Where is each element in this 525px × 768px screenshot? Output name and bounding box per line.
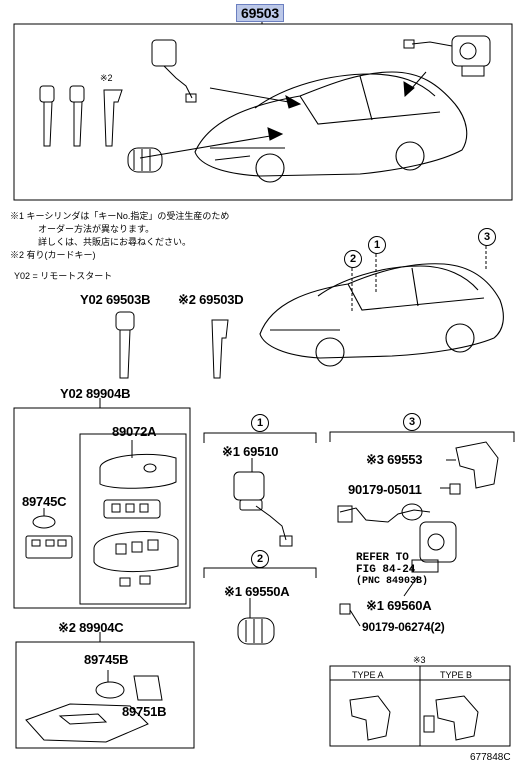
note-1-line-2: オーダー方法が異なります。 <box>38 224 155 234</box>
callout-2-group: 2 <box>251 550 269 568</box>
ignition-cylinder-69510 <box>233 471 293 547</box>
bolt-90179-06274 <box>339 603 351 615</box>
group2-bracket <box>203 567 317 578</box>
note-y02: Y02 = リモートスタート <box>14 271 113 281</box>
part-number-69553[interactable]: ※3 69553 <box>366 452 423 467</box>
remote-gasket <box>25 535 73 559</box>
note-2: ※2 有り(カードキー) <box>10 250 96 260</box>
key-69503d <box>211 319 229 379</box>
part-number-89745c[interactable]: 89745C <box>22 494 67 509</box>
callout-3-group: 3 <box>403 413 421 431</box>
car-illustration-lower <box>259 263 504 367</box>
callout-1-car: 1 <box>368 236 386 254</box>
cover-69553 <box>455 441 499 489</box>
refer-line-3: (PNC 84903B) <box>356 576 429 587</box>
callout-2-car: 2 <box>344 250 362 268</box>
part-number-89745b[interactable]: 89745B <box>84 652 129 667</box>
callout-1-group: 1 <box>251 414 269 432</box>
trunk-cylinder-top <box>403 35 491 77</box>
group3-bracket <box>329 431 515 442</box>
door-cylinder-top <box>127 147 163 173</box>
part-number-69560a[interactable]: ※1 69560A <box>366 598 432 613</box>
key-2-top <box>69 85 85 147</box>
note-1-line-3: 詳しくは、共販店にお尋ねください。 <box>38 237 192 247</box>
remote-cover <box>99 453 177 489</box>
part-number-89904b[interactable]: Y02 89904B <box>60 386 131 401</box>
top-frame <box>13 23 513 201</box>
key-69503b <box>115 311 135 379</box>
type-mark: ※3 <box>413 655 426 665</box>
group1-bracket <box>203 432 317 443</box>
battery-89745b <box>95 681 125 699</box>
part-number-69503d[interactable]: ※2 69503D <box>178 292 244 307</box>
sheet-89751b <box>133 675 163 701</box>
part-number-90179-06274[interactable]: 90179-06274(2) <box>362 620 445 634</box>
trunk-cylinder-69560a <box>337 503 457 573</box>
refer-line-2: FIG 84-24 <box>356 564 416 576</box>
car-illustration-top <box>194 71 468 183</box>
type-a-label: TYPE A <box>352 670 384 680</box>
type-b-label: TYPE B <box>440 670 473 680</box>
part-number-69503[interactable]: 69503 <box>236 4 284 22</box>
leader-arrows-top <box>139 71 427 159</box>
card-key-top <box>103 89 123 147</box>
part-number-69503b[interactable]: Y02 69503B <box>80 292 151 307</box>
card-key-body <box>25 703 149 743</box>
card-key-frame <box>15 641 195 749</box>
part-number-89904c[interactable]: ※2 89904C <box>58 620 124 635</box>
remote-inner-frame <box>79 433 187 605</box>
part-number-89751b[interactable]: 89751B <box>122 704 167 719</box>
cover-type-b <box>423 695 479 741</box>
remote-board <box>103 499 161 519</box>
card-key-mark-top: ※2 <box>100 73 113 83</box>
cover-type-a <box>349 695 391 741</box>
remote-frame <box>13 407 191 609</box>
part-number-69550a[interactable]: ※1 69550A <box>224 584 290 599</box>
part-number-69510[interactable]: ※1 69510 <box>222 444 279 459</box>
ignition-cylinder-top <box>151 39 197 103</box>
arrowheads-top <box>267 81 415 141</box>
refer-line-1: REFER TO <box>356 552 409 564</box>
part-number-90179-05011[interactable]: 90179-05011 <box>348 482 422 497</box>
battery-89745c <box>32 515 56 529</box>
key-1-top <box>39 85 55 147</box>
figure-code: 677848C <box>470 752 511 763</box>
door-cylinder-69550a <box>237 617 275 645</box>
bolt-90179-05011 <box>449 483 461 495</box>
part-number-89072a[interactable]: 89072A <box>112 424 157 439</box>
callout-3-car: 3 <box>478 228 496 246</box>
note-1-line-1: ※1 キーシリンダは「キーNo.指定」の受注生産のため <box>10 211 230 221</box>
remote-case <box>93 531 179 587</box>
